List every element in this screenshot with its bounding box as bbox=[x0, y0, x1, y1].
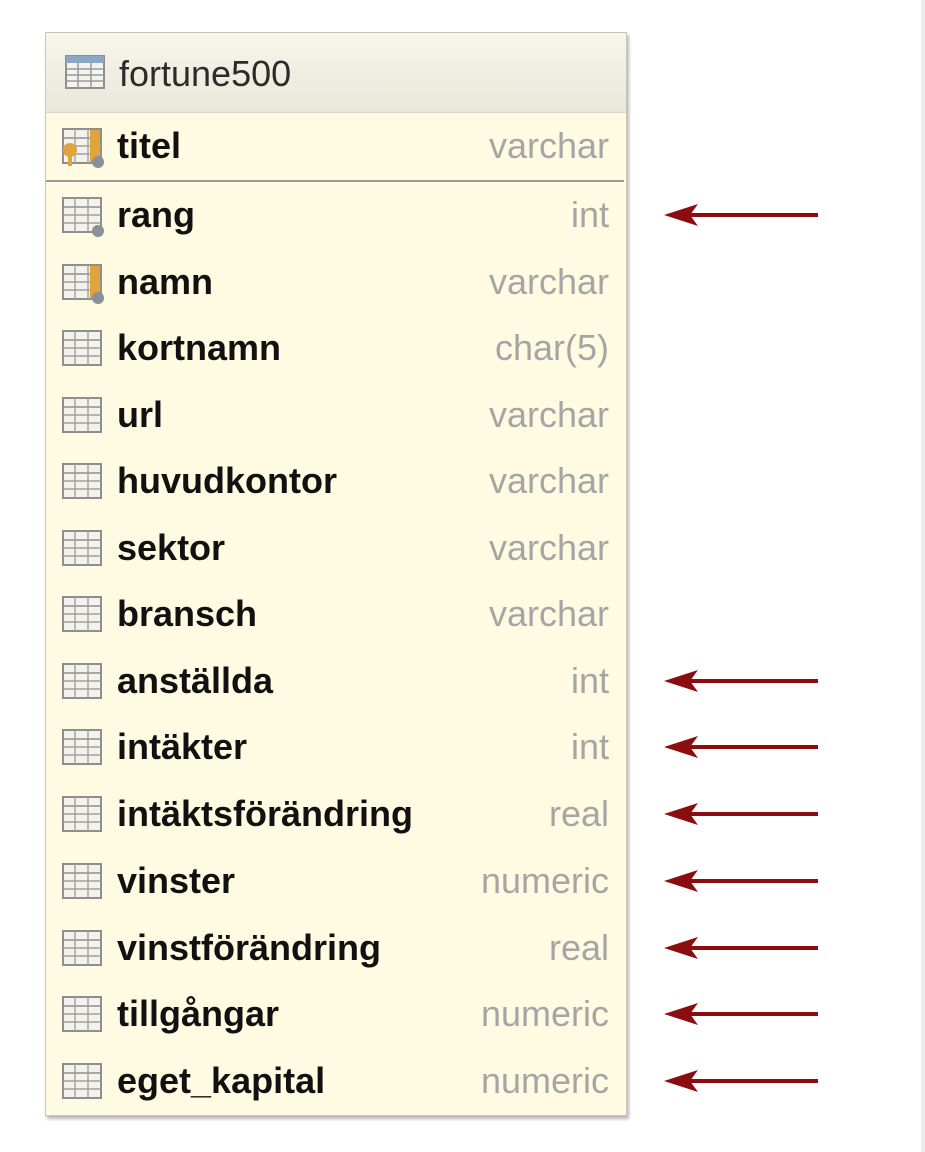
column-icon bbox=[62, 996, 102, 1032]
column-type: numeric bbox=[480, 860, 609, 901]
column-type: varchar bbox=[488, 460, 609, 501]
column-row[interactable]: vinstförändring real bbox=[46, 915, 626, 981]
column-icon bbox=[62, 397, 102, 433]
column-name: kortnamn bbox=[117, 327, 282, 368]
column-icon bbox=[62, 330, 102, 366]
column-type: int bbox=[570, 660, 609, 701]
column-type: varchar bbox=[488, 125, 609, 166]
column-row[interactable]: rang int bbox=[46, 182, 626, 248]
table-header[interactable]: fortune500 bbox=[46, 33, 626, 113]
column-icon bbox=[62, 863, 102, 899]
red-arrow bbox=[664, 1003, 818, 1025]
primary-key-column-icon bbox=[62, 128, 104, 168]
column-name: vinstförändring bbox=[117, 927, 382, 968]
column-name: anställda bbox=[117, 660, 274, 701]
column-name: titel bbox=[117, 125, 182, 166]
column-type: real bbox=[548, 927, 609, 968]
column-type: int bbox=[570, 726, 609, 767]
column-row[interactable]: kortnamn char(5) bbox=[46, 315, 626, 381]
column-icon bbox=[62, 530, 102, 566]
column-name: intäktsförändring bbox=[117, 793, 414, 834]
column-type: varchar bbox=[488, 593, 609, 634]
column-type: numeric bbox=[480, 993, 609, 1034]
red-arrow bbox=[664, 937, 818, 959]
column-row[interactable]: tillgångar numeric bbox=[46, 981, 626, 1047]
unique-index-column-icon bbox=[62, 197, 104, 237]
column-type: varchar bbox=[488, 261, 609, 302]
column-row[interactable]: intäktsförändring real bbox=[46, 781, 626, 847]
column-name: bransch bbox=[117, 593, 258, 634]
column-name: vinster bbox=[117, 860, 236, 901]
column-row[interactable]: namn varchar bbox=[46, 249, 626, 315]
column-row[interactable]: url varchar bbox=[46, 382, 626, 448]
column-row[interactable]: eget_kapital numeric bbox=[46, 1048, 626, 1114]
column-type: varchar bbox=[488, 394, 609, 435]
column-type: varchar bbox=[488, 527, 609, 568]
red-arrow bbox=[664, 204, 818, 226]
column-name: rang bbox=[117, 194, 196, 235]
column-icon bbox=[62, 596, 102, 632]
column-row[interactable]: intäkter int bbox=[46, 714, 626, 780]
column-row[interactable]: bransch varchar bbox=[46, 581, 626, 647]
column-icon bbox=[62, 1063, 102, 1099]
column-name: namn bbox=[117, 261, 214, 302]
column-row[interactable]: sektor varchar bbox=[46, 515, 626, 581]
column-type: numeric bbox=[480, 1060, 609, 1101]
red-arrow bbox=[664, 870, 818, 892]
primary-key-divider bbox=[46, 180, 624, 182]
column-name: tillgångar bbox=[117, 993, 280, 1034]
column-icon bbox=[62, 729, 102, 765]
red-arrow bbox=[664, 736, 818, 758]
column-type: real bbox=[548, 793, 609, 834]
column-name: intäkter bbox=[117, 726, 248, 767]
column-name: eget_kapital bbox=[117, 1060, 326, 1101]
column-row[interactable]: vinster numeric bbox=[46, 848, 626, 914]
table-title: fortune500 bbox=[119, 53, 292, 94]
red-arrow bbox=[664, 1070, 818, 1092]
column-icon bbox=[62, 463, 102, 499]
table-icon bbox=[65, 55, 105, 89]
red-arrow bbox=[664, 670, 818, 692]
column-name: url bbox=[117, 394, 164, 435]
column-name: huvudkontor bbox=[117, 460, 337, 501]
column-row[interactable]: titel varchar bbox=[46, 113, 626, 179]
column-row[interactable]: anställda int bbox=[46, 648, 626, 714]
table-card[interactable]: fortune500 titel varchar rang int namn varcha… bbox=[45, 32, 627, 1116]
red-arrow bbox=[664, 803, 818, 825]
column-name: sektor bbox=[117, 527, 226, 568]
window-edge bbox=[921, 0, 925, 1152]
column-icon bbox=[62, 930, 102, 966]
column-type: int bbox=[570, 194, 609, 235]
column-icon bbox=[62, 796, 102, 832]
column-row[interactable]: huvudkontor varchar bbox=[46, 448, 626, 514]
column-type: char(5) bbox=[494, 327, 609, 368]
column-icon bbox=[62, 663, 102, 699]
key-index-column-icon bbox=[62, 264, 104, 304]
